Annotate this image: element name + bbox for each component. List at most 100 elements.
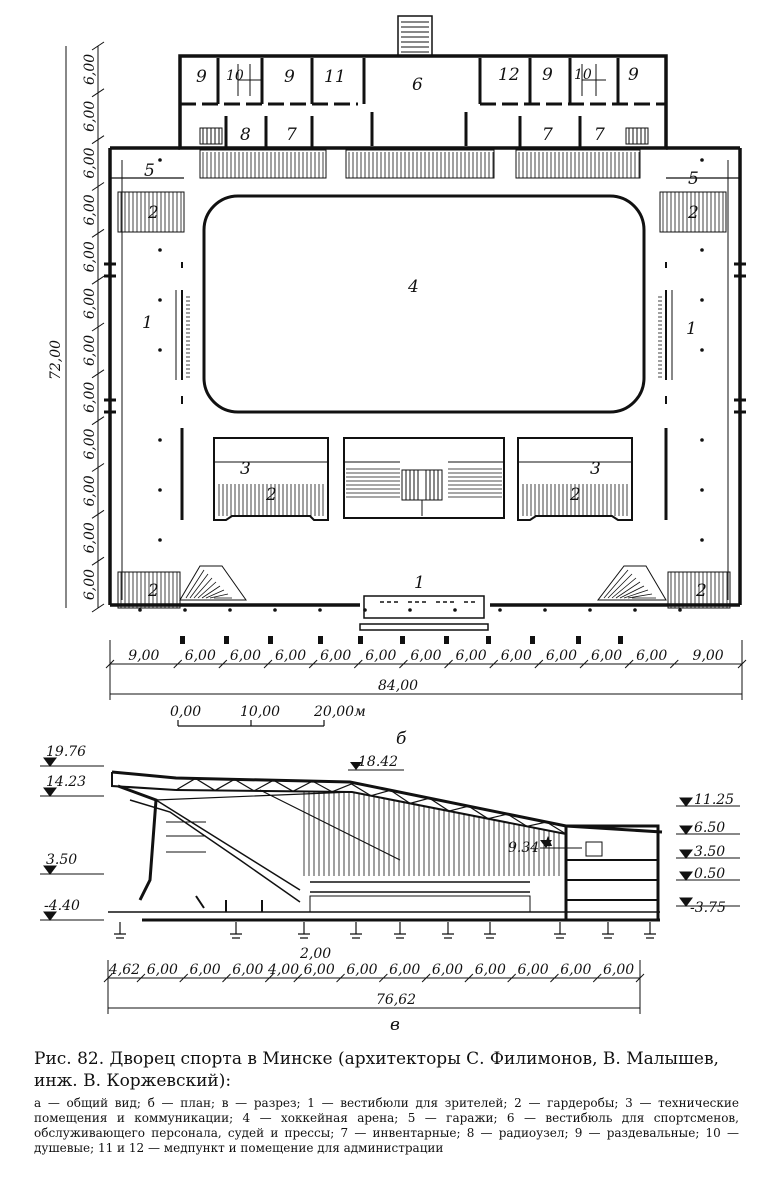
level-3-50-right: 3.50 [694, 844, 725, 860]
room-label-2: 2 [147, 581, 159, 601]
dim-bay-2: 6,00 [230, 648, 261, 664]
scale-label-0: 0,00 [170, 704, 201, 720]
room-label-11: 11 [324, 67, 346, 87]
room-label-8: 8 [240, 125, 251, 145]
plan-horizontal-dimensions [105, 640, 747, 700]
room-label-1: 1 [142, 313, 153, 333]
room-label-7: 7 [286, 125, 297, 145]
room-label-10: 10 [574, 67, 592, 83]
dim-bay-11: 6,00 [636, 648, 667, 664]
roof-truss [111, 770, 663, 834]
bay-dimension-labels: 9,00 6,00 6,00 6,00 6,00 6,00 6,00 6,00 6,00 6,00… [128, 648, 724, 664]
central-stair [401, 469, 443, 516]
dim-bay-7: 6,00 [456, 648, 487, 664]
side-stands [175, 262, 673, 404]
dim-row-8: 6,00 [82, 428, 98, 459]
dim-bay-0: 9,00 [128, 648, 159, 664]
dim-span-9: 6,00 [475, 962, 506, 978]
dim-row-7: 6,00 [82, 382, 98, 413]
section-levels-left [40, 757, 104, 921]
level-0-50: 0.50 [694, 866, 725, 882]
dim-span-7: 6,00 [389, 962, 420, 978]
dim-span-12: 6,00 [603, 962, 634, 978]
corner-stairs [179, 565, 667, 601]
plan-sheet-letter: б [396, 729, 407, 749]
dim-row-9: 6,00 [82, 475, 98, 506]
room-label-9: 9 [542, 65, 553, 85]
room-label-1: 1 [414, 573, 425, 593]
dim-span-6: 6,00 [346, 962, 377, 978]
architectural-drawing: 9 10 9 11 6 12 9 10 9 8 7 7 7 5 5 2 2 4 … [40, 15, 747, 1035]
dim-row-1: 6,00 [82, 101, 98, 132]
section-dimensions [103, 960, 645, 1014]
dim-total-height: 72,00 [48, 340, 64, 380]
room-label-7: 7 [594, 125, 605, 145]
dim-span-1: 6,00 [147, 962, 178, 978]
dim-row-3: 6,00 [82, 194, 98, 225]
room-label-2: 2 [569, 485, 581, 505]
level-minus-4-40: -4.40 [44, 898, 80, 914]
dim-span-10: 6,00 [517, 962, 548, 978]
section-levels-right [676, 797, 740, 907]
room-label-2: 2 [147, 203, 159, 223]
caption-legend: а — общий вид; б — план; в — разрез; 1 —… [34, 1096, 739, 1155]
row-dimension-labels: 6,00 6,00 6,00 6,00 6,00 6,00 6,00 6,00 6,00 6,00… [82, 54, 98, 600]
level-14-23: 14.23 [46, 774, 86, 790]
dim-row-6: 6,00 [82, 335, 98, 366]
dim-row-11: 6,00 [82, 569, 98, 600]
service-block [178, 54, 668, 150]
room-label-2: 2 [265, 485, 277, 505]
dim-bay-4: 6,00 [320, 648, 351, 664]
cross-section [108, 770, 663, 939]
north-stands [199, 149, 641, 179]
room-label-3: 3 [590, 459, 601, 479]
level-18-42: 18.42 [358, 754, 398, 770]
dim-bay-1: 6,00 [185, 648, 216, 664]
dim-bay-3: 6,00 [275, 648, 306, 664]
room-label-3: 3 [240, 459, 251, 479]
dim-bay-5: 6,00 [365, 648, 396, 664]
room-label-12: 12 [498, 65, 520, 85]
hockey-rink [202, 194, 646, 414]
level-19-76: 19.76 [46, 744, 86, 760]
south-stand-blocks [180, 428, 668, 521]
top-block-stairs [199, 64, 649, 145]
level-6-50: 6.50 [694, 820, 725, 836]
dim-bay-10: 6,00 [591, 648, 622, 664]
room-label-2: 2 [687, 203, 699, 223]
plan-vertical-dimensions [65, 41, 105, 613]
room-label-10: 10 [226, 68, 244, 84]
scale-label-10: 10,00 [240, 704, 280, 720]
room-label-1: 1 [686, 319, 697, 339]
room-label-6: 6 [412, 75, 423, 95]
south-entrance [359, 595, 489, 631]
room-label-7: 7 [542, 125, 553, 145]
room-label-9: 9 [284, 67, 295, 87]
room-label-5: 5 [688, 169, 699, 189]
caption-title: Рис. 82. Дворец спорта в Минске (архитек… [34, 1049, 719, 1091]
level-3-50-left: 3.50 [46, 852, 77, 868]
portico-columns [180, 636, 623, 644]
dim-span-3: 6,00 [232, 962, 263, 978]
figure-caption: Рис. 82. Дворец спорта в Минске (архитек… [34, 1048, 739, 1156]
hatching [120, 152, 728, 608]
dim-row-0: 6,00 [82, 54, 98, 85]
cloakroom-corners [117, 191, 731, 609]
dim-row-4: 6,00 [82, 241, 98, 272]
top-entrance-stair [397, 15, 433, 57]
dim-span-2: 6,00 [190, 962, 221, 978]
dim-span-5: 6,00 [304, 962, 335, 978]
room-label-9: 9 [628, 65, 639, 85]
section-sheet-letter: в [390, 1015, 400, 1035]
right-service-block [564, 824, 660, 922]
room-label-2: 2 [695, 581, 707, 601]
dim-bay-6: 6,00 [410, 648, 441, 664]
dim-bay-9: 6,00 [546, 648, 577, 664]
room-label-9: 9 [196, 67, 207, 87]
dim-bay-12: 9,00 [693, 648, 724, 664]
dim-row-10: 6,00 [82, 522, 98, 553]
level-9-34: 9.34 [508, 840, 539, 856]
plan-room-labels: 9 10 9 11 6 12 9 10 9 8 7 7 7 5 5 2 2 4 … [142, 65, 707, 601]
outer-wall [108, 146, 742, 607]
